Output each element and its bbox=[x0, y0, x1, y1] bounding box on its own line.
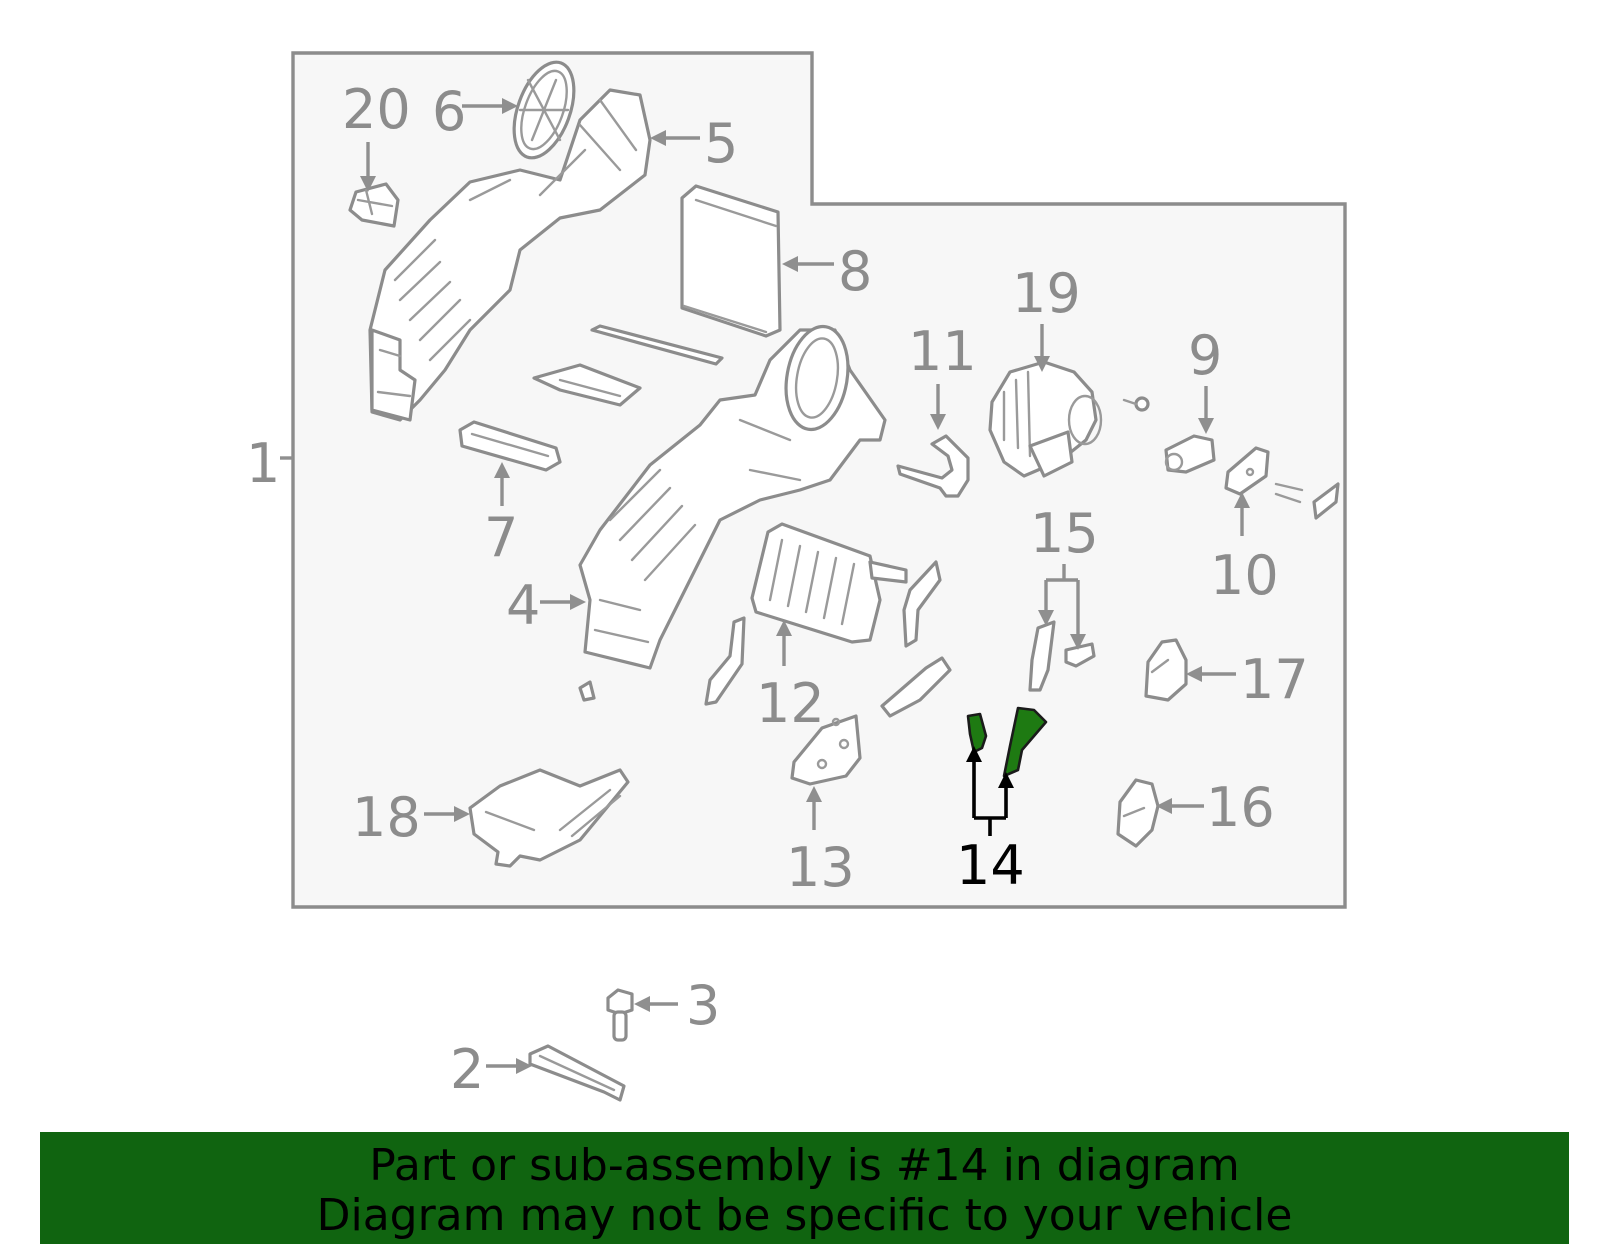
part-13-plate[interactable] bbox=[790, 714, 862, 786]
part-11-sensor[interactable] bbox=[896, 434, 970, 498]
part-18-module[interactable] bbox=[468, 768, 630, 868]
part-bracket-thin bbox=[532, 324, 724, 407]
callout-label-13: 13 bbox=[786, 836, 855, 899]
info-banner: Part or sub-assembly is #14 in diagram D… bbox=[40, 1132, 1569, 1244]
callout-label-4: 4 bbox=[506, 574, 540, 637]
callout-label-12: 12 bbox=[756, 672, 825, 735]
callout-label-19: 19 bbox=[1012, 262, 1081, 325]
callout-leaders bbox=[280, 98, 1250, 1074]
callout-labels: 20 6 5 8 1 7 4 12 13 18 11 19 9 10 15 17… bbox=[246, 78, 1309, 1101]
callout-14-leader bbox=[966, 746, 1014, 836]
part-8-evaporator[interactable] bbox=[680, 184, 782, 338]
callout-label-7: 7 bbox=[484, 506, 518, 569]
callout-label-15: 15 bbox=[1030, 502, 1099, 565]
callout-label-1: 1 bbox=[246, 432, 280, 495]
part-3-bolt[interactable] bbox=[606, 988, 634, 1042]
part-bracket-misc bbox=[578, 560, 952, 718]
part-screw-small bbox=[1122, 396, 1150, 412]
callout-label-18: 18 bbox=[352, 786, 421, 849]
part-9-connector[interactable] bbox=[1164, 434, 1216, 474]
callout-label-8: 8 bbox=[838, 240, 872, 303]
callout-label-16: 16 bbox=[1206, 776, 1275, 839]
part-2-bracket[interactable] bbox=[528, 1044, 626, 1102]
part-15-pieces[interactable] bbox=[1028, 620, 1096, 692]
callout-label-6: 6 bbox=[432, 80, 466, 143]
part-14-highlighted[interactable] bbox=[966, 706, 1048, 778]
part-17-actuator[interactable] bbox=[1144, 638, 1188, 702]
callout-label-10: 10 bbox=[1210, 544, 1279, 607]
banner-line-1: Part or sub-assembly is #14 in diagram bbox=[369, 1140, 1240, 1191]
callout-label-14: 14 bbox=[956, 834, 1025, 897]
part-6-ring[interactable] bbox=[502, 54, 585, 166]
callout-label-9: 9 bbox=[1188, 324, 1222, 387]
callout-label-20: 20 bbox=[342, 78, 411, 141]
part-10-bracket[interactable] bbox=[1224, 446, 1340, 520]
part-5-upper-case[interactable] bbox=[368, 88, 652, 422]
callout-label-5: 5 bbox=[704, 112, 738, 175]
part-7-seal[interactable] bbox=[458, 420, 562, 472]
callout-label-3: 3 bbox=[686, 974, 720, 1037]
banner-line-2: Diagram may not be specific to your vehi… bbox=[316, 1190, 1293, 1241]
callout-label-11: 11 bbox=[908, 320, 977, 383]
part-4-lower-case[interactable] bbox=[578, 322, 887, 670]
part-16-actuator[interactable] bbox=[1116, 778, 1160, 848]
part-12-heater-core[interactable] bbox=[750, 522, 908, 644]
callout-label-17: 17 bbox=[1240, 648, 1309, 711]
part-20-clip[interactable] bbox=[348, 182, 400, 228]
callout-label-2: 2 bbox=[450, 1038, 484, 1101]
